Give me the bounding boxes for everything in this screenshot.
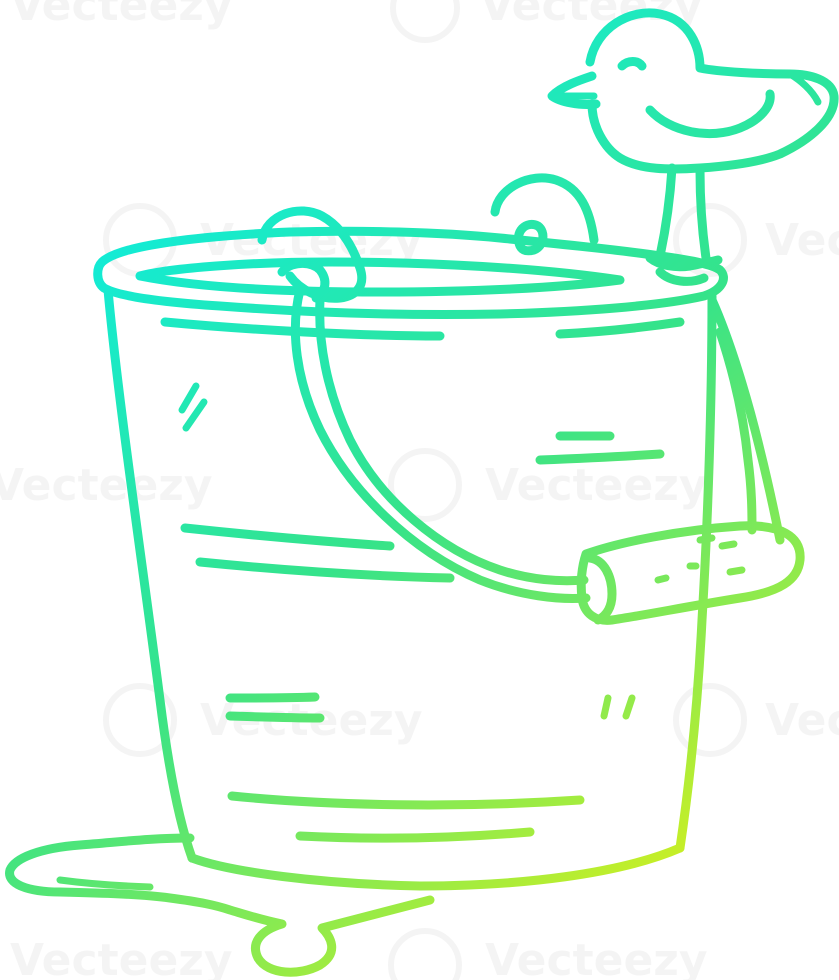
handle-lug-right-hole [514, 220, 548, 256]
handle-grip-end [585, 553, 617, 625]
bucket-left-side [103, 285, 197, 863]
bucket-stripe-3 [535, 449, 665, 465]
bucket-stripe-8 [295, 827, 535, 843]
watermark-lower-right: Vecteezy [673, 683, 839, 757]
bird-beak [547, 71, 601, 109]
watermark-text: Vecteezy [765, 215, 839, 266]
grip-texture-1 [696, 534, 716, 544]
handle-grip [576, 521, 805, 625]
puddle-inner-line [56, 876, 154, 891]
watermark-text: Vecteezy [10, 0, 233, 31]
handle-loop [277, 259, 330, 303]
bucket-right-side [675, 291, 717, 853]
bucket-stripe-5 [225, 692, 320, 703]
bucket-stripe-2 [195, 557, 455, 583]
bucket-rim-inner [135, 257, 625, 297]
highlight-mark-1 [178, 382, 200, 414]
bird-feet [645, 253, 723, 272]
watermark-text: Vecteezy [200, 215, 423, 266]
bucket-band-upper-1 [160, 317, 445, 341]
line-art [5, 8, 839, 977]
bucket-bottom [187, 843, 685, 891]
handle-wire-front [290, 285, 591, 603]
watermark-middle-center: Vecteezy [388, 448, 708, 522]
handle-lug-left [257, 206, 367, 303]
bucket-stripe-6 [225, 711, 325, 723]
handle-lug-right [490, 173, 599, 245]
handle-wire-right-inner [715, 327, 757, 535]
highlight-mark-3 [600, 694, 612, 720]
grip-texture-4 [654, 574, 670, 584]
highlight-mark-4 [622, 694, 636, 720]
handle-wire-right [707, 295, 785, 545]
watermark-bottom: Vecteezy Vecteezy [10, 928, 708, 980]
bird-body [585, 8, 839, 174]
watermark-top-center: Vecteezy [390, 0, 703, 43]
watermark-text: Vecteezy [765, 695, 839, 746]
bird-foot-grip [655, 267, 709, 286]
watermark-middle-left: Vecteezy [0, 460, 213, 511]
bird-tail [786, 70, 822, 106]
bird-leg-right [695, 165, 711, 263]
watermark-upper-center: Vecteezy [103, 203, 423, 277]
bird-leg-left [655, 163, 677, 261]
watermark-text: Vecteezy [485, 460, 708, 511]
bucket-stripe-1 [180, 523, 395, 551]
watermark-upper-right: Vecteezy [673, 203, 839, 277]
bucket-stripe-7 [227, 791, 585, 810]
watermark-text: Vecteezy [485, 935, 708, 980]
bucket-band-upper-2 [555, 317, 685, 339]
highlight-mark-2 [182, 398, 208, 432]
bucket-rim [93, 226, 728, 320]
watermark-text: Vecteezy [10, 935, 233, 980]
bird-wing [645, 89, 775, 138]
grip-texture-2 [718, 540, 738, 550]
watermark-top-left: Vecteezy [10, 0, 233, 31]
grip-texture-5 [726, 566, 746, 576]
bird-eye [617, 57, 647, 71]
handle-wire-back [315, 295, 589, 586]
water-puddle [5, 833, 435, 977]
watermark-text: Vecteezy [0, 460, 213, 511]
